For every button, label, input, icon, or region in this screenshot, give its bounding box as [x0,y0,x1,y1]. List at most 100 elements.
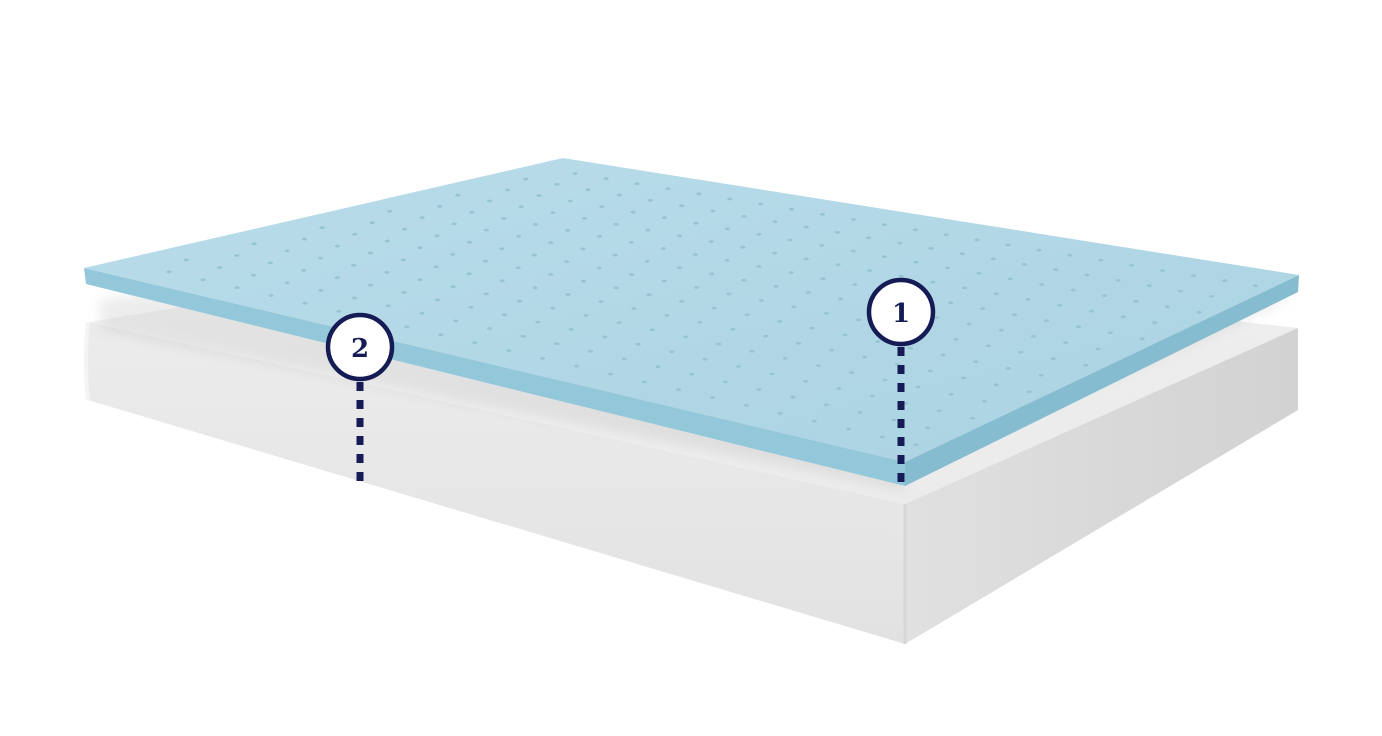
perforation-dot [499,279,505,283]
perforation-dot [943,233,949,237]
perforation-dot [772,251,778,255]
callout-1: 1 [866,277,936,486]
perforation-dot [788,271,794,274]
perforation-dot [782,357,788,360]
perforation-dot [1021,263,1028,266]
perforation-dot [501,217,507,220]
perforation-dot [351,263,357,267]
perforation-dot [891,418,897,422]
perforation-dot [850,249,856,253]
perforation-dot [433,265,439,269]
perforation-dot [727,197,733,201]
perforation-dot [585,188,591,192]
perforation-dot [483,228,490,232]
perforation-dot [385,304,391,308]
perforation-dot [598,300,604,303]
perforation-dot [574,364,580,368]
perforation-dot [912,228,918,232]
perforation-dot [1107,331,1113,335]
perforation-dot [466,240,473,244]
perforation-dot [536,194,542,197]
perforation-dot [401,291,407,294]
perforation-dot [664,314,670,317]
perforation-dot [970,416,976,420]
perforation-dot [1083,363,1089,367]
perforation-dot [434,298,441,302]
perforation-dot [501,313,507,317]
perforation-dot [990,257,996,261]
perforation-dot [417,246,423,250]
perforation-dot [1208,295,1215,298]
perforation-dot [369,221,375,225]
perforation-dot [613,222,619,226]
perforation-dot [711,306,717,310]
perforation-dot [319,226,325,230]
perforation-dot [1012,313,1018,317]
perforation-dot [1053,268,1059,272]
perforation-dot [805,291,811,294]
perforation-dot [1070,288,1076,292]
perforation-dot [596,235,603,238]
perforation-dot [791,305,797,309]
perforation-dot [976,272,982,275]
perforation-dot [540,356,546,360]
perforation-dot [907,346,914,350]
perforation-dot [564,260,570,263]
perforation-dot [811,419,817,423]
perforation-dot [267,261,273,265]
perforation-dot [583,314,589,317]
perforation-dot [948,392,954,396]
perforation-dot [730,327,736,331]
perforation-dot [565,293,571,296]
perforation-dot [772,220,778,224]
perforation-dot [834,231,841,234]
topper-front-edge [84,268,905,486]
perforation-dot [993,383,999,387]
perforation-dot [820,277,826,280]
perforation-dot [200,278,206,282]
perforation-dot [869,394,876,398]
perforation-dot [450,253,456,256]
perforation-dot [1031,335,1037,338]
perforation-dot [882,378,888,382]
perforation-dot [980,307,986,311]
perforation-dot [662,216,668,220]
perforation-dot [301,268,307,272]
perforation-dot [596,266,602,270]
perforation-dot [709,396,716,399]
perforation-dot [756,233,762,236]
perforation-dot [1196,310,1202,314]
perforation-dot [763,334,769,338]
perforation-dot [644,260,651,263]
perforation-dot [787,238,793,242]
perforation-dot [417,278,423,281]
perforation-dot [466,272,472,276]
perforation-dot [769,372,775,376]
perforation-dot [836,387,842,390]
callout-2-badge [325,312,395,382]
perforation-dot [974,238,980,242]
perforation-dot [438,333,444,337]
perforation-dot [740,245,746,249]
perforation-dot [565,229,571,232]
perforation-dot [550,211,556,215]
perforation-dot [655,365,661,369]
perforation-dot [925,426,931,430]
perforation-dot [756,265,762,268]
perforation-dot [630,210,636,214]
perforation-dot [567,199,573,203]
perforation-dot [819,212,826,216]
perforation-dot [523,177,529,181]
perforation-dot [548,241,554,245]
perforation-dot [517,299,523,303]
perforation-dot [683,335,689,339]
perforation-dot [985,344,992,348]
perforation-dot [520,334,526,338]
perforation-dot [960,376,967,380]
perforation-dot [696,192,702,196]
perforation-dot [572,172,578,175]
perforation-dot [1018,350,1024,354]
perforation-dot [1177,289,1183,293]
perforation-dot [368,283,374,287]
callout-2: 2 [325,312,395,486]
